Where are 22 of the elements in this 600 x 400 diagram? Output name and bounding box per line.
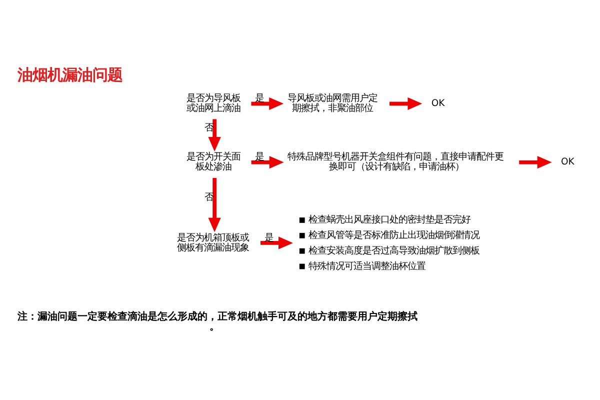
arrow [260,236,293,249]
edge-label: 是 [255,92,264,104]
node-text: 是否为机箱顶板或侧板有滴漏油现象 [177,232,250,253]
node-text: 是否为开关面板处渗油 [186,151,240,172]
node-text: 特殊品牌型号机器开关盒组件有问题，直接申请配件更换即可（设计有缺陷，申请油杯） [287,151,504,172]
arrow [519,155,552,168]
node-text: OK [431,98,445,109]
node-text: OK [560,156,574,168]
arrow [251,155,284,168]
edge-label: 是 [255,151,264,162]
node-label: 检查蜗壳出风座接口处的密封垫是否完好 [308,214,471,226]
node-label: 特殊情况可适当调整油杯位置 [308,260,426,272]
edge-label: 是 [264,232,274,243]
node-text: 是否为导风板或油网上滴油 [186,92,240,114]
label: 注：漏油问题一定要检查滴油是怎么形成的，正常烟机触手可及的地方都需要用户定期擦拭。 [17,310,418,332]
diagram-title: 油烟机漏油问题 [17,65,122,84]
arrow [208,177,221,232]
arrow [251,96,284,110]
node-label: 检查风管等是否标准防止出现油烟倒灌情况 [308,230,480,240]
arrow [389,96,422,110]
node-text: 导风板或油网需用户定期擦拭，非聚油部位 [287,92,378,114]
node-label: 检查安装高度是否过高导致油烟扩散到侧板 [308,244,480,256]
